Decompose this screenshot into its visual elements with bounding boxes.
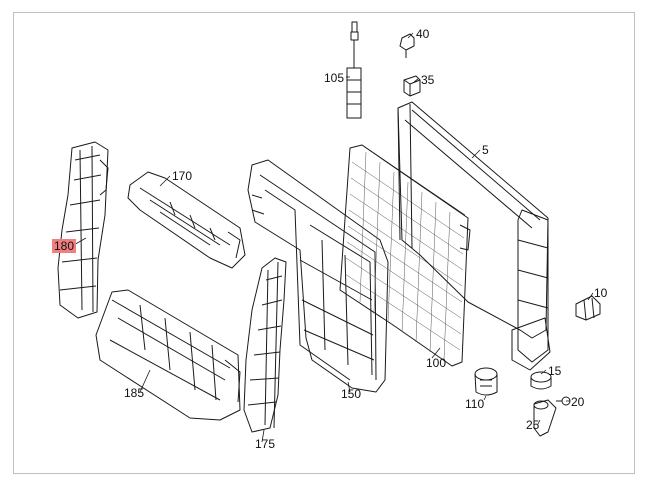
part-label-150[interactable]: 150 [341, 387, 362, 401]
part-10-hose-connector[interactable] [575, 295, 601, 321]
part-25-elbow-fitting[interactable] [533, 399, 557, 437]
part-110-thermostat[interactable] [474, 367, 498, 396]
diagram-frame [13, 12, 635, 474]
part-label-100[interactable]: 100 [426, 356, 447, 370]
part-150-fan-shroud[interactable] [247, 159, 389, 393]
part-label-35[interactable]: 35 [421, 73, 435, 87]
part-label-110[interactable]: 110 [465, 397, 485, 411]
part-label-175[interactable]: 175 [255, 437, 276, 451]
part-40-clip[interactable] [399, 33, 415, 58]
part-15-cap[interactable] [530, 371, 552, 390]
part-100-condenser[interactable] [339, 144, 471, 367]
part-label-15[interactable]: 15 [548, 364, 562, 378]
part-label-40[interactable]: 40 [416, 27, 430, 41]
part-5-radiator[interactable] [397, 101, 551, 371]
part-105-dryer-cartridge[interactable] [346, 21, 362, 119]
part-label-20[interactable]: 20 [571, 395, 585, 409]
part-label-180[interactable]: 180 [52, 239, 77, 253]
part-label-25[interactable]: 25 [526, 418, 540, 432]
part-label-5[interactable]: 5 [482, 143, 489, 157]
part-175-side-air-guide[interactable] [243, 257, 287, 433]
part-label-185[interactable]: 185 [124, 386, 145, 400]
part-180-air-duct[interactable] [57, 141, 109, 319]
part-label-10[interactable]: 10 [594, 286, 608, 300]
part-label-170[interactable]: 170 [172, 169, 193, 183]
part-label-105[interactable]: 105 [324, 71, 345, 85]
part-185-lower-air-guide[interactable] [95, 289, 241, 421]
leader-lines [71, 32, 594, 443]
part-170-air-guide[interactable] [127, 171, 246, 269]
part-35-rubber-mount[interactable] [403, 75, 421, 97]
